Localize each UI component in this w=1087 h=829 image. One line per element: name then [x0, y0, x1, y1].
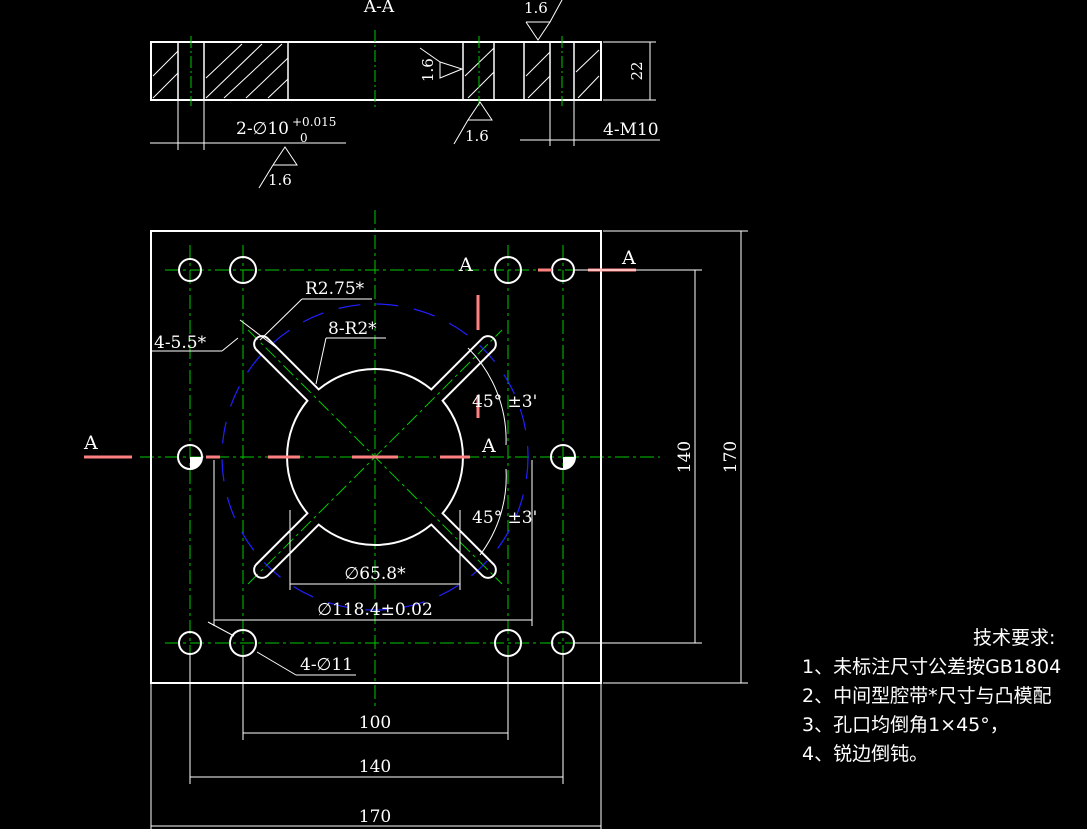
slot-width-label: 4-5.5*: [154, 333, 207, 353]
roughness-bottom: 1.6: [465, 127, 489, 145]
section-mark: A: [83, 432, 98, 454]
angle-lower-label: 45° ±3': [472, 508, 537, 528]
section-view: A-A: [150, 0, 660, 189]
dim-140-horizontal: 140: [359, 757, 391, 777]
dim-100: 100: [359, 713, 391, 733]
hole-dim-label: 4-∅11: [300, 655, 353, 675]
corner-radius-label: 8-R2*: [328, 319, 377, 339]
section-mark: A: [621, 247, 636, 269]
thickness-dimension: [603, 41, 656, 101]
thread-label: 4-M10: [603, 120, 659, 140]
section-mark: A: [481, 435, 496, 457]
hole-dimension-label: 2-∅10: [236, 119, 289, 139]
section-view-label: A-A: [363, 0, 395, 17]
vertical-dimensions: [575, 230, 748, 684]
section-mark-lines: [84, 268, 636, 459]
horizontal-dimensions: [150, 654, 602, 829]
plan-view: A A A A R2.75* 4-5.5* 8-R2* 45: [83, 210, 748, 829]
hole-dimension: [150, 100, 346, 150]
thickness-label: 22: [628, 61, 646, 80]
note-item: 1、未标注尺寸公差按GB1804: [802, 656, 1062, 678]
roughness-top: 1.6: [524, 0, 548, 17]
section-centerlines: [190, 30, 563, 110]
center-diameter-label: ∅65.8*: [344, 564, 406, 584]
pitch-diameter-label: ∅118.4±0.02: [317, 600, 433, 620]
note-item: 4、锐边倒钝。: [802, 743, 929, 765]
fillet-radius-label: R2.75*: [305, 279, 365, 299]
note-item: 3、孔口均倒角1×45°，: [802, 714, 1009, 736]
section-walls: [177, 42, 575, 100]
angle-upper-label: 45° ±3': [472, 392, 537, 412]
roughness-symbols: [258, 0, 563, 189]
hole-tolerance-upper: +0.015: [292, 115, 336, 129]
hole-tolerance-lower: 0: [300, 131, 308, 145]
hole: [494, 256, 522, 284]
note-item: 2、中间型腔带*尺寸与凸模配: [802, 685, 1052, 707]
dim-170-horizontal: 170: [359, 807, 391, 827]
pitch-circle: [221, 303, 529, 611]
roughness-hole: 1.6: [268, 171, 292, 189]
technical-notes: 技术要求: 1、未标注尺寸公差按GB1804 2、中间型腔带*尺寸与凸模配 3、…: [802, 624, 1087, 769]
leaders: [152, 298, 533, 676]
hole: [229, 256, 257, 284]
dim-170-vertical: 170: [721, 441, 741, 473]
thread-dimension: [520, 100, 660, 146]
section-outline: [150, 41, 602, 101]
section-mark: A: [458, 254, 473, 276]
cavity-outline: [253, 335, 497, 579]
pin-hole-fill: [190, 457, 202, 469]
plan-centerlines: [140, 210, 700, 710]
notes-title: 技术要求:: [973, 627, 1056, 649]
pin-hole-fill: [563, 457, 575, 469]
hatching: [152, 43, 600, 99]
plate-outline: [150, 230, 602, 684]
dim-140-vertical: 140: [675, 441, 695, 473]
hole: [178, 258, 202, 282]
roughness-side: 1.6: [419, 58, 437, 82]
